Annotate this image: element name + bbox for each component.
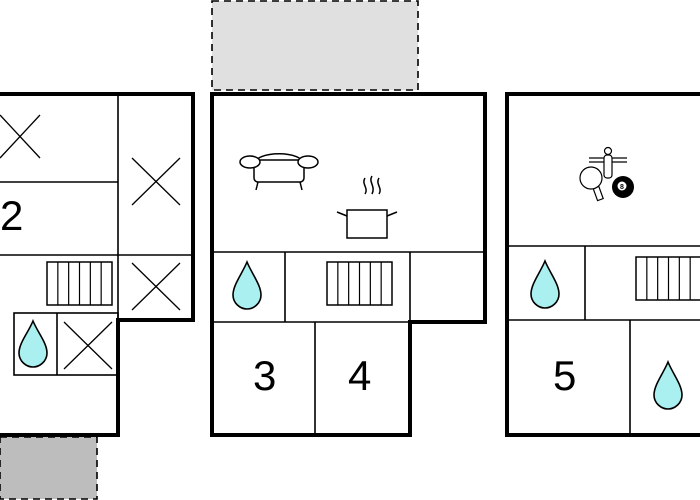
terrace-top-middle (211, 0, 419, 91)
water-drop-icon (232, 259, 262, 310)
room-number: 4 (348, 352, 371, 399)
water-drop-icon (530, 258, 560, 309)
bed-cross-icon (0, 114, 41, 159)
bed-cross-icon (131, 262, 181, 311)
water-drop-icon (18, 318, 48, 368)
foosball-icon (589, 146, 627, 179)
room-number: 5 (553, 352, 576, 399)
billiard-ball-icon: 8 (612, 176, 634, 198)
radiator-icon (46, 261, 113, 306)
bed-cross-icon (131, 157, 181, 206)
cooking-pot-icon (336, 175, 398, 239)
room-number: 2 (0, 192, 23, 239)
floor-plan-right: 8 5 (505, 92, 700, 437)
water-drop-icon (653, 359, 683, 410)
terrace-bottom-left (0, 436, 98, 500)
table-tennis-icon (579, 166, 604, 202)
bed-cross-icon (63, 321, 113, 370)
sofa-icon (239, 153, 319, 191)
floor-plan-left: 2 (0, 92, 195, 437)
billiard-ball-label: 8 (620, 184, 624, 191)
radiator-icon (326, 261, 393, 306)
floor-plan-middle: 3 4 (210, 92, 487, 437)
radiator-icon (635, 256, 700, 301)
room-number: 3 (253, 352, 276, 399)
